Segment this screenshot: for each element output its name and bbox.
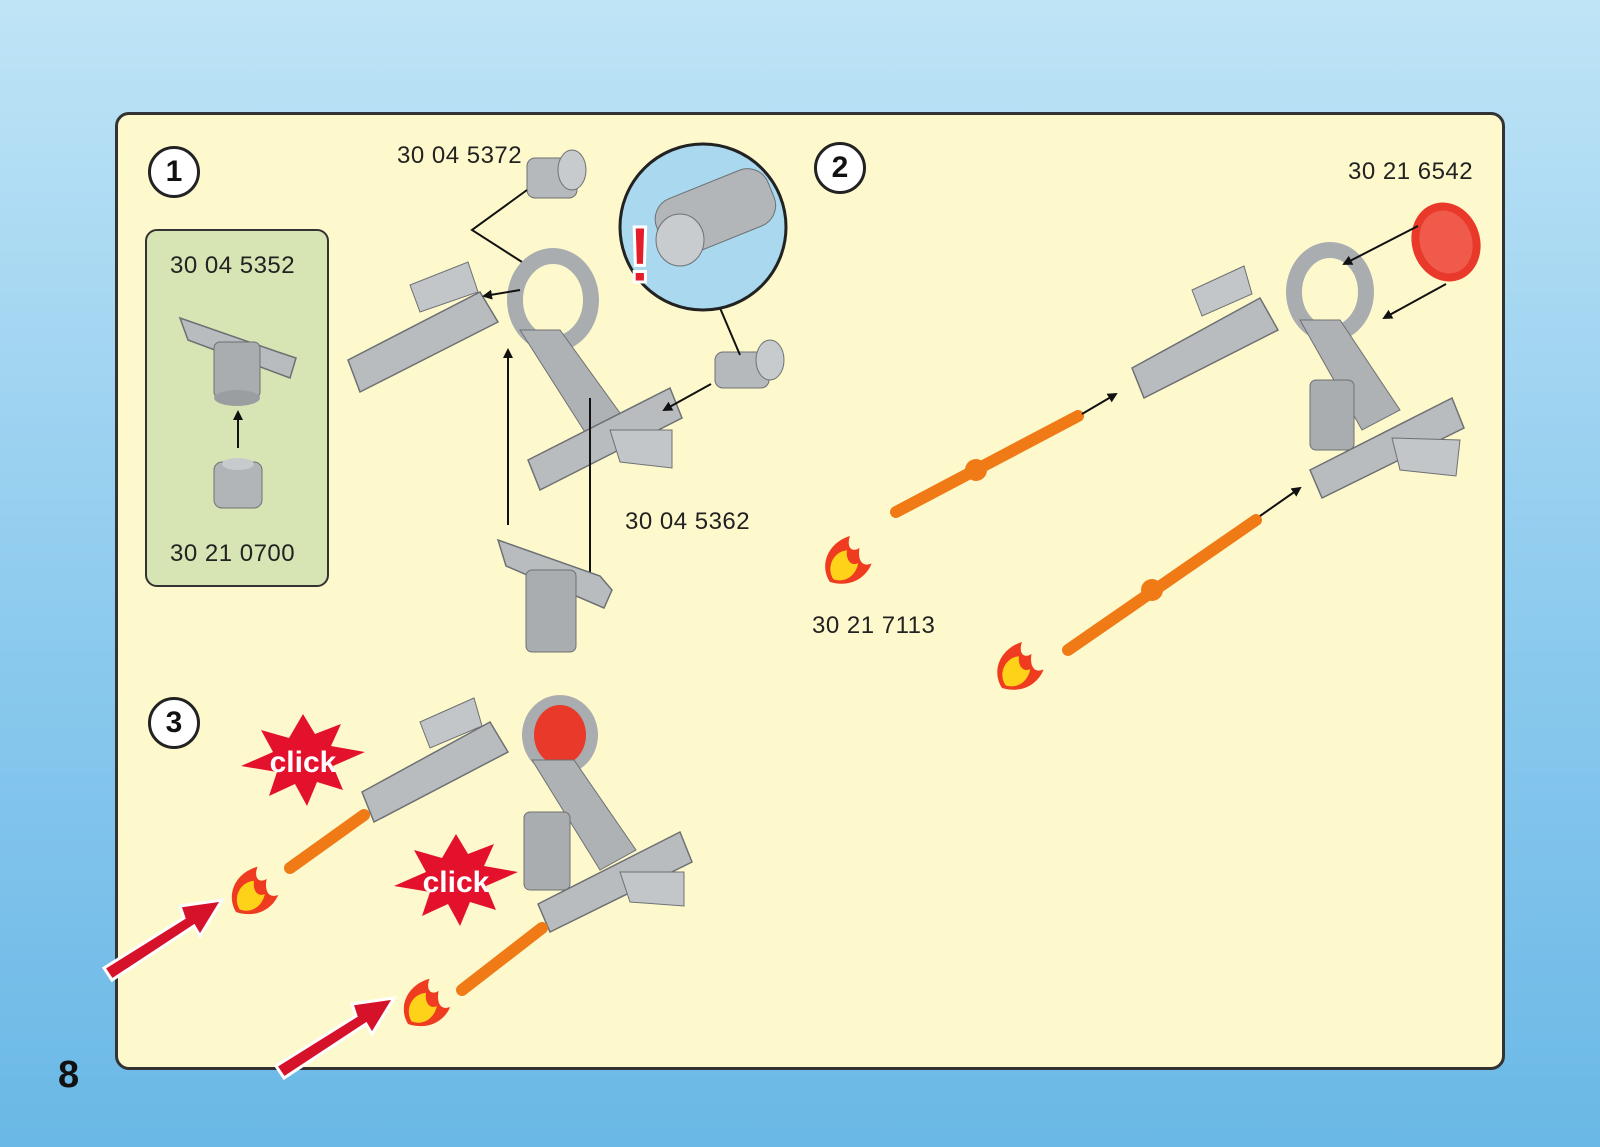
step-number-3: 3	[148, 697, 200, 749]
flame-projectile-part	[395, 922, 548, 1039]
assembly-arrow	[1382, 283, 1447, 319]
click-label: click	[270, 746, 337, 779]
detail-callout	[618, 142, 788, 312]
assembly-arrow	[1081, 392, 1118, 415]
assembly-arrow	[1259, 486, 1302, 517]
assembly-arrow	[662, 383, 712, 411]
click-label: click	[423, 866, 490, 899]
push-arrow-icon	[273, 996, 397, 1081]
leader-line	[470, 189, 528, 263]
t-connector-part	[496, 538, 613, 653]
part-number-label: 30 04 5372	[397, 142, 523, 169]
sub-assembly-box	[145, 229, 329, 587]
instruction-panel	[115, 112, 1505, 1070]
assembly-arrow	[482, 289, 521, 300]
plug-part	[213, 458, 263, 509]
part-number-label: 30 21 0700	[170, 540, 296, 567]
flame-projectile-part	[816, 410, 1084, 596]
part-number-label: 30 21 7113	[812, 612, 936, 639]
part-number-label: 30 21 6542	[1348, 158, 1474, 185]
cannon-frame-part	[1131, 242, 1465, 500]
click-starburst-icon: click	[394, 834, 518, 926]
page-number: 8	[58, 1054, 80, 1096]
part-number-label: 30 04 5352	[170, 252, 296, 279]
flame-projectile-part	[223, 809, 370, 927]
warning-icon: !	[627, 210, 654, 299]
part-number-label: 30 04 5362	[625, 508, 751, 535]
cannon-assembly	[361, 695, 693, 934]
peg-part	[526, 149, 587, 199]
click-starburst-icon: click	[241, 714, 365, 806]
peg-part	[714, 339, 785, 389]
assembly-arrow	[1342, 225, 1419, 265]
flame-projectile-part	[988, 514, 1262, 702]
leader-line	[719, 307, 741, 356]
push-arrow-icon	[101, 898, 225, 983]
t-connector-part	[178, 316, 297, 406]
step-number-1: 1	[148, 146, 200, 198]
red-lens-part	[1411, 202, 1481, 282]
cannon-frame-part	[347, 248, 683, 492]
step-number-2: 2	[814, 142, 866, 194]
